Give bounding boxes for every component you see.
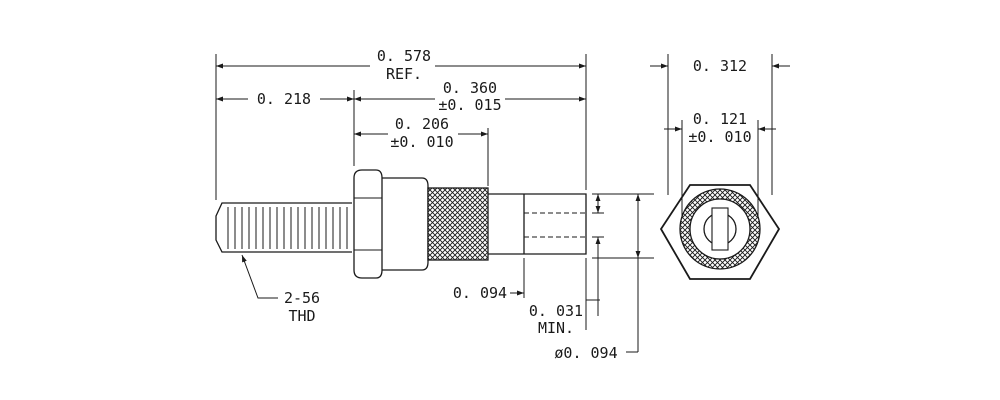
hex-nut-end	[659, 184, 781, 280]
label-knurl-length: 0. 206	[395, 115, 449, 133]
label-overall: 0. 578	[377, 47, 431, 65]
end-view	[659, 184, 781, 280]
threaded-stud	[215, 202, 352, 253]
label-hex-width: 0. 312	[693, 57, 747, 75]
thread-lines	[227, 207, 348, 249]
label-overall-note: REF.	[386, 65, 422, 83]
pin-slot	[711, 207, 729, 251]
label-bore: 0. 121	[693, 110, 747, 128]
side-view	[215, 169, 587, 279]
dimension-labels: 0. 578 REF. 0. 218 0. 360 ±0. 015 0. 206…	[257, 47, 752, 362]
body-collar	[382, 177, 429, 271]
label-slot-depth: 0. 031	[529, 302, 583, 320]
thread-leader	[241, 254, 278, 299]
dimension-lines	[216, 63, 641, 353]
label-thread-callout: 2-56	[284, 289, 320, 307]
slotted-pin	[488, 193, 587, 255]
knurled-section	[427, 187, 489, 261]
label-slot-width: 0. 094	[453, 284, 507, 302]
label-body-length: 0. 360	[443, 79, 497, 97]
label-knurl-length-tol: ±0. 010	[390, 133, 453, 151]
label-body-length-tol: ±0. 015	[438, 96, 501, 114]
label-thread-callout-note: THD	[288, 307, 315, 325]
label-bore-tol: ±0. 010	[688, 128, 751, 146]
label-slot-depth-note: MIN.	[538, 319, 574, 337]
end-view-dimensions	[650, 54, 790, 216]
label-pin-diameter: ø0. 094	[554, 344, 617, 362]
hex-nut-side	[353, 169, 383, 279]
label-thread-length: 0. 218	[257, 90, 311, 108]
